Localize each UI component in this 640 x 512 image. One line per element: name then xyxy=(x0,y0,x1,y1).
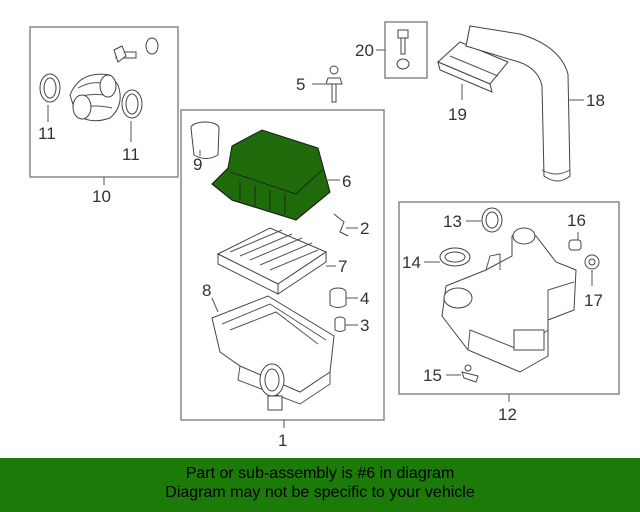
bushing-3 xyxy=(334,316,346,332)
air-cleaner-cover-6 xyxy=(211,129,331,221)
clip-2 xyxy=(333,213,349,237)
label-1: 1 xyxy=(278,431,287,450)
label-3: 3 xyxy=(360,316,369,335)
bolt-5 xyxy=(325,65,343,103)
air-cleaner-body-8 xyxy=(211,295,335,411)
parts-diagram: 11 11 10 5 20 19 18 1 9 xyxy=(29,21,620,450)
label-17: 17 xyxy=(584,291,603,310)
group-box-1 xyxy=(180,109,385,421)
label-6: 6 xyxy=(342,172,351,191)
label-7: 7 xyxy=(338,257,347,276)
throttle-hose-assembly xyxy=(39,37,159,122)
banner-line-2: Diagram may not be specific to your vehi… xyxy=(165,484,475,501)
clip-15 xyxy=(461,364,479,383)
hose-18 xyxy=(465,25,571,182)
label-9: 9 xyxy=(193,155,202,174)
sleeve-9 xyxy=(190,121,220,159)
bolt-20 xyxy=(396,29,410,70)
fitting-16 xyxy=(568,239,582,251)
grommet-17 xyxy=(584,254,600,270)
label-16: 16 xyxy=(567,211,586,230)
banner-line-1: Part or sub-assembly is #6 in diagram xyxy=(185,465,455,482)
label-11-right: 11 xyxy=(122,145,140,164)
duct-19 xyxy=(437,41,509,93)
air-filter-7 xyxy=(216,227,328,295)
label-14: 14 xyxy=(402,253,421,272)
label-15: 15 xyxy=(423,366,442,385)
seal-13 xyxy=(481,207,503,233)
label-13: 13 xyxy=(443,212,462,231)
label-19: 19 xyxy=(448,105,467,124)
label-4: 4 xyxy=(360,289,369,308)
resonator-assembly xyxy=(441,227,577,373)
label-8: 8 xyxy=(202,281,211,300)
label-11-left: 11 xyxy=(38,124,56,143)
info-banner: Part or sub-assembly is #6 in diagram Di… xyxy=(0,458,640,512)
gasket-14 xyxy=(439,247,471,267)
label-20: 20 xyxy=(355,41,374,60)
label-5: 5 xyxy=(296,75,305,94)
label-2: 2 xyxy=(360,219,369,238)
label-10: 10 xyxy=(92,187,111,206)
grommet-4 xyxy=(329,287,347,308)
label-12: 12 xyxy=(498,405,517,424)
label-18: 18 xyxy=(586,91,605,110)
